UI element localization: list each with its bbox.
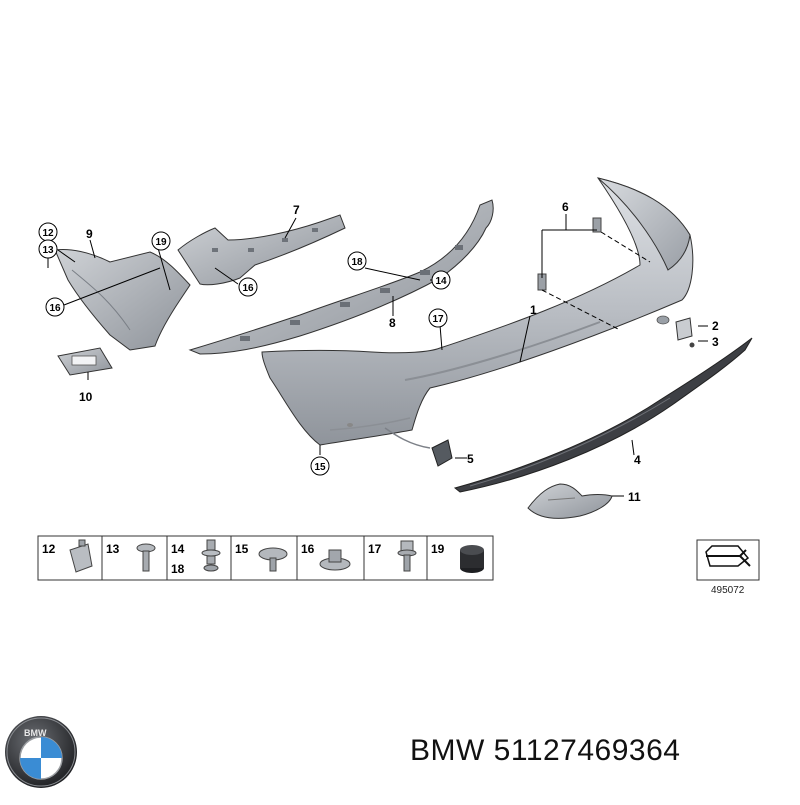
part-caption: BMW 51127469364 <box>410 734 680 768</box>
callout-8: 8 <box>389 316 396 330</box>
bmw-logo: BMW <box>5 716 77 788</box>
reflector-bracket <box>57 347 113 376</box>
callout-5: 5 <box>467 452 474 466</box>
callout-12: 12 <box>42 228 54 239</box>
callout-14: 14 <box>435 276 447 287</box>
callout-17: 17 <box>432 314 444 325</box>
callout-10: 10 <box>79 390 93 404</box>
upper-carrier-bracket <box>177 214 346 286</box>
lower-bracket <box>527 483 613 519</box>
screw-3 <box>689 342 695 348</box>
callout-19-circle <box>151 231 171 251</box>
fastener-table: 12 13 14 18 15 16 17 19 <box>37 535 494 581</box>
callout-17-circle <box>428 308 448 328</box>
diagram-reference-box: 495072 <box>696 539 760 596</box>
guide-bracket-6b <box>592 217 602 233</box>
table-label-14: 14 <box>171 542 185 556</box>
small-clip-2 <box>675 317 693 341</box>
callout-15-circle <box>310 456 330 476</box>
table-label-13: 13 <box>106 542 120 556</box>
callout-16b: 16 <box>242 283 254 294</box>
table-label-16: 16 <box>301 542 315 556</box>
callout-11: 11 <box>628 490 641 504</box>
rubber-buffer-icon <box>460 545 484 573</box>
table-label-15: 15 <box>235 542 249 556</box>
callout-16b-circle <box>238 277 258 297</box>
callout-13: 13 <box>42 245 54 256</box>
callout-16a: 16 <box>49 303 61 314</box>
callout-3: 3 <box>712 335 719 349</box>
callout-16a-circle <box>45 297 65 317</box>
callout-labels: 1 2 3 4 5 6 7 8 9 10 11 12 13 14 15 16 1… <box>38 200 719 504</box>
callout-1: 1 <box>530 303 537 317</box>
clip-5 <box>431 439 453 467</box>
logo-lettering: BMW <box>24 728 47 738</box>
screw-icon <box>136 543 156 572</box>
brand-name: BMW <box>410 734 485 767</box>
callout-4: 4 <box>634 453 641 467</box>
callout-2: 2 <box>712 319 719 333</box>
callout-6: 6 <box>562 200 569 214</box>
diagram-ref-number: 495072 <box>711 585 745 596</box>
side-bracket <box>54 249 191 351</box>
collar-screw-icon <box>258 547 288 572</box>
collar-nut-icon <box>319 549 351 571</box>
bumper-cover <box>261 177 694 449</box>
table-label-19: 19 <box>431 542 445 556</box>
rear-diffuser <box>453 337 753 493</box>
table-label-17: 17 <box>368 542 382 556</box>
expanding-rivet-icon <box>201 539 221 572</box>
callout-18-circle <box>347 251 367 271</box>
clip-nut-icon <box>69 539 93 573</box>
table-label-12: 12 <box>42 542 56 556</box>
callout-18: 18 <box>351 257 363 268</box>
callout-15: 15 <box>314 462 326 473</box>
table-label-18: 18 <box>171 562 185 576</box>
callout-9: 9 <box>86 227 93 241</box>
part-number: 51127469364 <box>493 734 681 767</box>
callout-13-circle <box>38 239 58 259</box>
callout-7: 7 <box>293 203 300 217</box>
callout-19: 19 <box>155 237 167 248</box>
bolt-icon <box>397 540 417 572</box>
leader-lines <box>47 214 708 497</box>
callout-14-circle <box>431 270 451 290</box>
